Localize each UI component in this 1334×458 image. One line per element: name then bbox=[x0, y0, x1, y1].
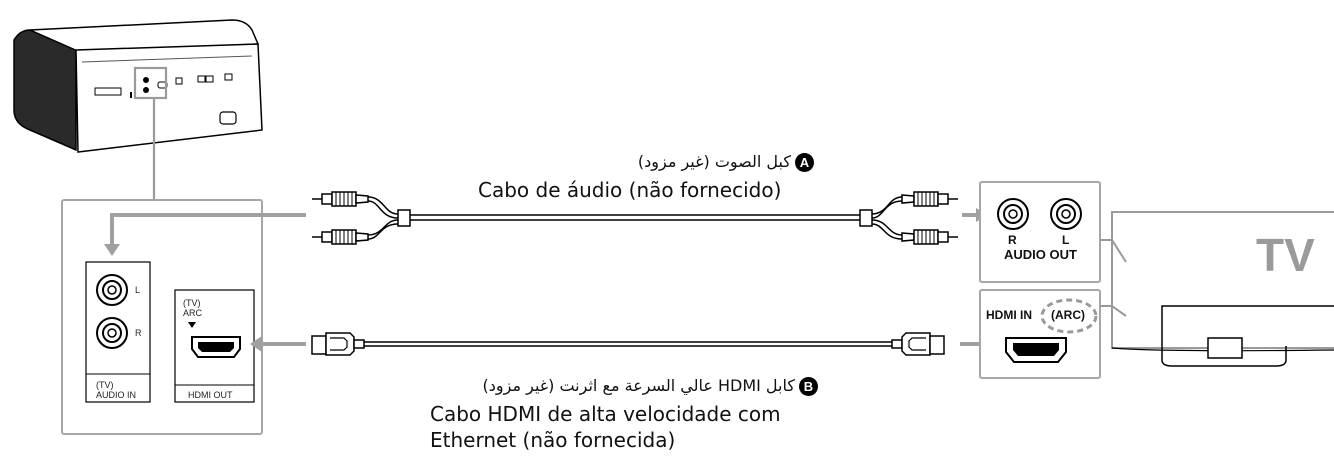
audio-in-r-jack[interactable] bbox=[96, 317, 128, 349]
rca-plug-left-top bbox=[312, 191, 369, 207]
tv-label: TV bbox=[1256, 229, 1315, 281]
audio-in-caption-line1: (TV) bbox=[96, 380, 114, 390]
hdmi-out-port[interactable] bbox=[191, 336, 241, 358]
audio-out-r-jack[interactable] bbox=[997, 198, 1029, 230]
unit-connector-panel bbox=[61, 199, 263, 435]
audio-in-caption-line2: AUDIO IN bbox=[96, 390, 137, 400]
hdmi-in-label: HDMI IN bbox=[986, 308, 1032, 322]
hdmi-plug-right bbox=[891, 332, 945, 356]
cable-b-label-pt-line2: Ethernet (não fornecida) bbox=[430, 428, 676, 452]
cable-a-arabic-text: كبل الصوت (غير مزود) bbox=[637, 152, 791, 171]
hdmi-cable bbox=[311, 332, 945, 356]
tv-illustration bbox=[1111, 211, 1334, 367]
cable-b-label-ar: Bكابل HDMI عالي السرعة مع اثرنت (غير مزو… bbox=[483, 376, 818, 396]
audio-out-r-label: R bbox=[1008, 233, 1017, 247]
cable-a-badge: A bbox=[795, 153, 814, 172]
tv-connector-panel bbox=[979, 181, 1127, 379]
hdmi-out-caption: HDMI OUT bbox=[188, 390, 233, 400]
hdmi-out-top-line2: ARC bbox=[183, 308, 203, 318]
cable-b-badge: B bbox=[799, 377, 818, 396]
hdmi-out-top-line1: (TV) bbox=[183, 298, 201, 308]
arc-highlight bbox=[1040, 298, 1098, 334]
arrow-head-icon bbox=[250, 336, 262, 352]
arc-marker-icon bbox=[188, 322, 196, 328]
arc-label: (ARC) bbox=[1051, 308, 1085, 322]
hdmi-in-port[interactable] bbox=[1005, 337, 1067, 363]
cable-a-label-ar: Aكبل الصوت (غير مزود) bbox=[638, 152, 814, 172]
audio-in-l-jack[interactable] bbox=[96, 274, 128, 306]
audio-out-l-label: L bbox=[1062, 233, 1070, 247]
audio-out-l-jack[interactable] bbox=[1050, 198, 1082, 230]
audio-in-l-label: L bbox=[135, 285, 141, 295]
rca-plug-left-bottom bbox=[312, 229, 369, 245]
cable-b-arabic-text: كابل HDMI عالي السرعة مع اثرنت (غير مزود… bbox=[482, 376, 795, 395]
audio-cable bbox=[312, 191, 958, 245]
audio-out-caption: AUDIO OUT bbox=[1004, 247, 1077, 262]
audio-in-r-label: R bbox=[135, 328, 142, 338]
rca-plug-right-bottom bbox=[901, 229, 958, 245]
arrow-head-icon bbox=[104, 244, 120, 256]
rca-plug-right-top bbox=[901, 191, 958, 207]
hdmi-plug-left bbox=[311, 332, 365, 356]
main-unit-illustration bbox=[13, 19, 263, 153]
cable-b-label-pt-line1: Cabo HDMI de alta velocidade com bbox=[430, 402, 781, 426]
cable-a-label-pt: Cabo de áudio (não fornecido) bbox=[478, 178, 782, 202]
audio-arrow-to-unit bbox=[110, 213, 306, 250]
